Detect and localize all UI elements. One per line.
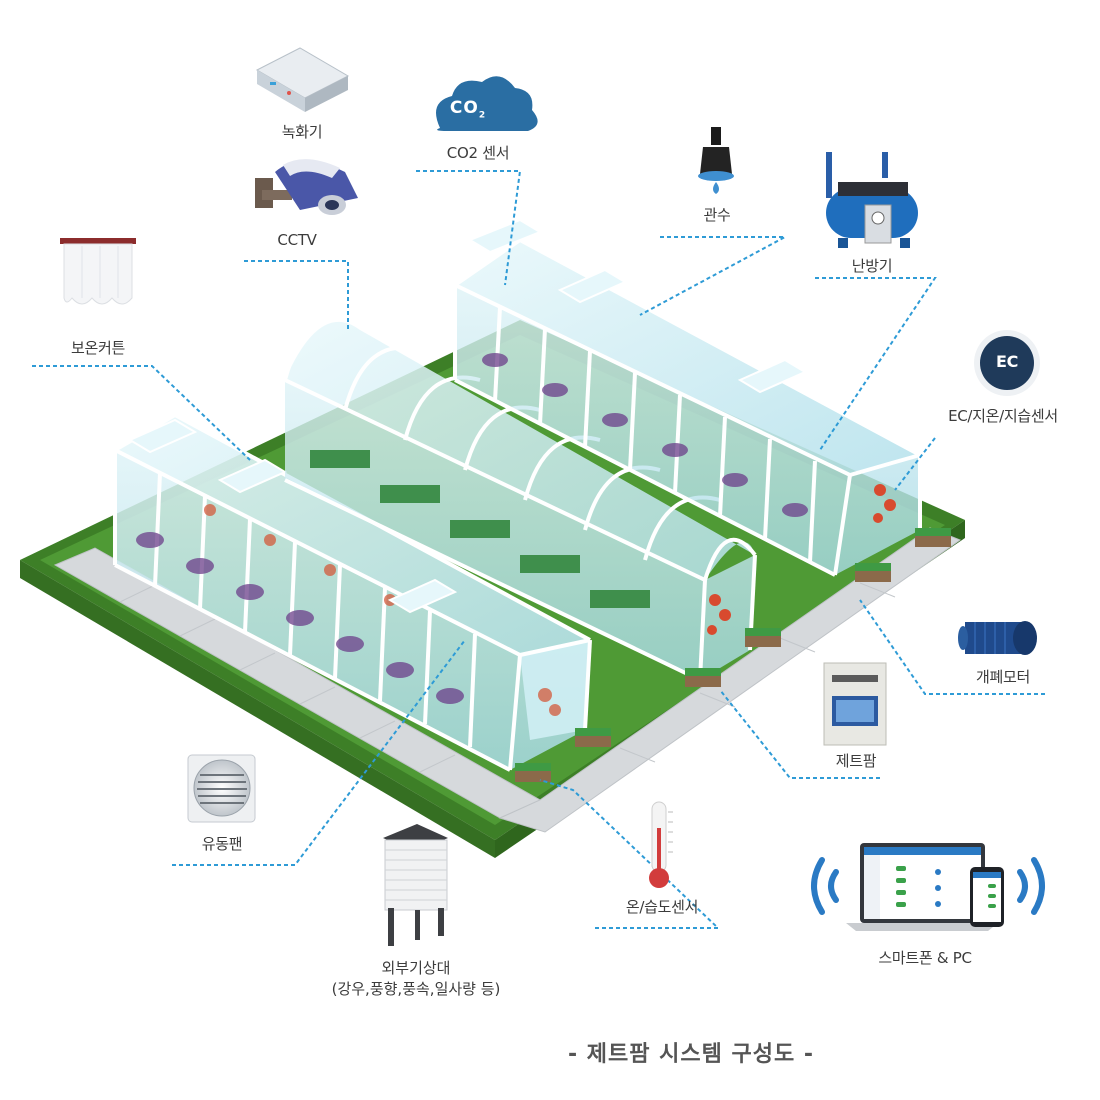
greenhouse-back [453,218,922,577]
fan-icon [187,754,256,823]
curtain-label: 보온커튼 [70,339,126,357]
weather-station-title: 외부기상대 [381,959,451,977]
signal-waves-icon [811,857,1045,915]
diagram-caption: - 제트팜 시스템 구성도 - [567,1042,815,1067]
greenhouse-middle [283,315,757,682]
heater-icon [826,152,918,248]
co2-icon-main: CO [449,98,479,118]
ec-sensor-label: EC/지온/지습센서 [948,407,1058,425]
planter-boxes [515,528,951,782]
thermometer-icon [649,801,673,888]
irrigation-label: 관수 [703,206,731,224]
weather-station-detail: (강우,풍향,풍속,일사량 등) [331,980,501,998]
cctv-icon [255,159,358,215]
fan-label: 유동팬 [201,835,243,853]
weather-station-icon [383,824,448,946]
heater-label: 난방기 [851,257,893,275]
connector-lines [32,170,1045,929]
ec-icon-text: EC [995,352,1019,371]
co2-cloud-icon [436,76,538,131]
irrigation-icon [698,127,734,194]
control-panel-label: 제트팜 [835,752,877,770]
control-panel-icon [823,662,887,746]
weather-station-label: 외부기상대 (강우,풍향,풍속,일사량 등) [332,958,501,1000]
co2-icon-sub: 2 [478,110,487,121]
curtain-icon [60,238,136,305]
paved-path [53,527,962,833]
co2-icon-text: CO2 [450,98,486,120]
recorder-icon [255,47,350,112]
ec-badge-icon [974,330,1040,396]
vent-motor-label: 개폐모터 [975,668,1031,686]
devices-label: 스마트폰 & PC [878,949,972,967]
greenhouse-front [113,412,592,772]
cctv-label: CCTV [277,231,317,249]
vent-motor-icon [958,621,1037,655]
temp-humidity-sensor-label: 온/습도센서 [625,898,699,916]
devices-icon [846,843,1004,931]
recorder-label: 녹화기 [281,123,323,141]
path-tiles [119,582,896,773]
co2-sensor-label: CO2 센서 [446,144,510,162]
